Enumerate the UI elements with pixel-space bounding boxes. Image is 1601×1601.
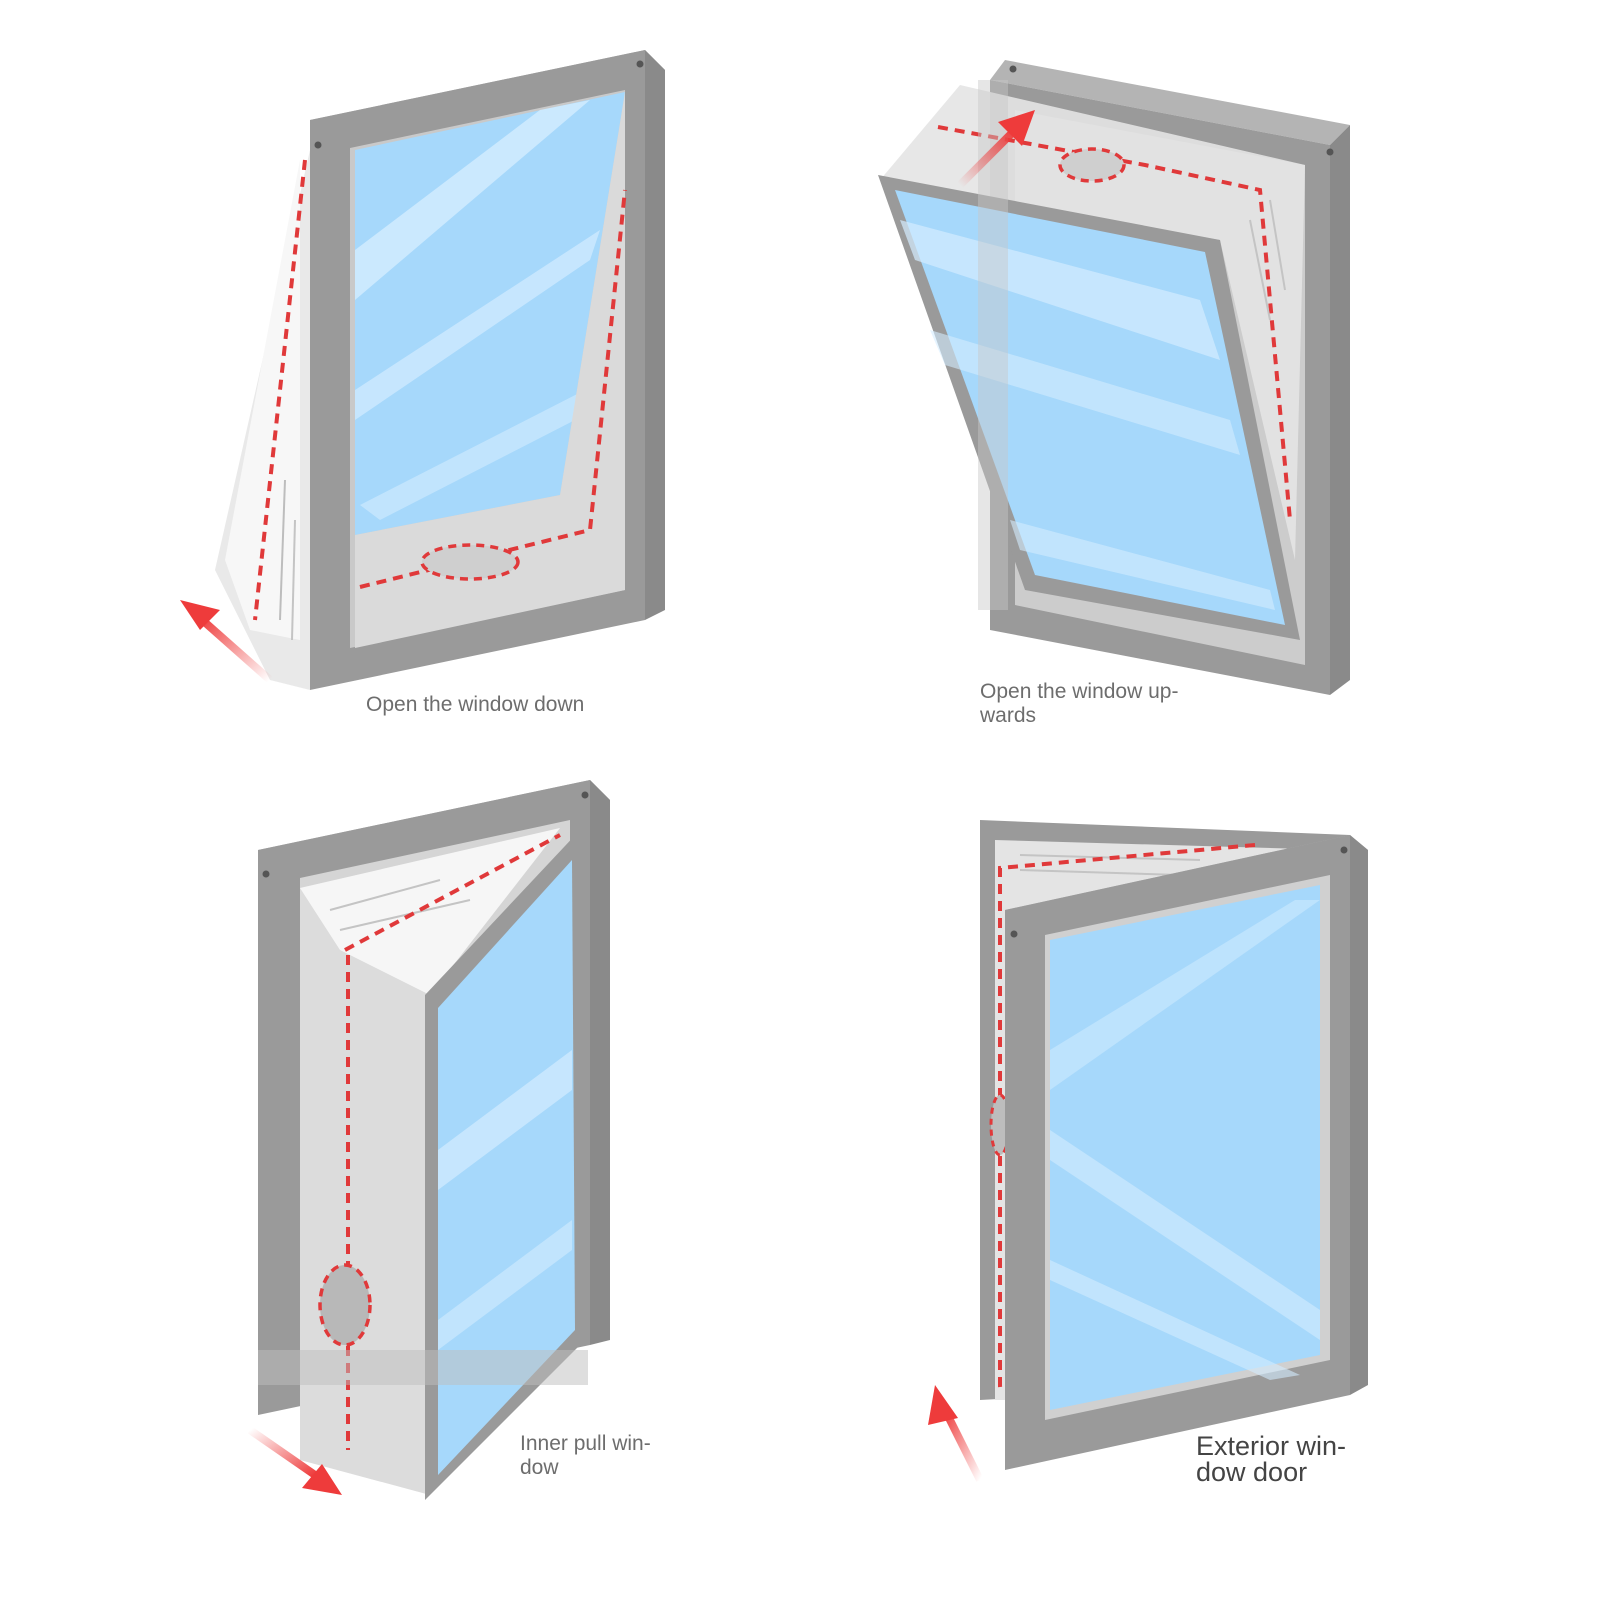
hose-opening-icon: [318, 1263, 372, 1347]
caption-exterior-door: Exterior win- dow door: [1196, 1431, 1347, 1487]
diagram-inner-pull-window: Inner pull win- dow: [0, 760, 800, 1601]
direction-arrow-icon: [247, 1426, 342, 1495]
diagram-open-window-down: Open the window down: [0, 0, 800, 760]
caption-inner-pull: Inner pull win- dow: [520, 1432, 651, 1480]
diagram-exterior-window-door: Exterior win- dow door: [800, 760, 1601, 1601]
frame-side-face: [590, 780, 610, 1345]
direction-arrow-icon: [928, 1385, 984, 1482]
frame-side-face: [645, 50, 665, 620]
frame-top-face: [990, 60, 1350, 145]
caption-window-up: Open the window up- wards: [980, 680, 1179, 728]
diagram-open-window-up: Open the window up- wards: [800, 0, 1601, 760]
caption-window-down: Open the window down: [366, 693, 585, 716]
fabric-seal-icon: [355, 92, 625, 648]
frame-side-face: [1330, 125, 1350, 695]
inner-pull-illustration: [247, 780, 610, 1500]
frame-side-face: [1350, 835, 1368, 1395]
hose-opening-icon: [420, 543, 520, 581]
fabric-seal-icon: [880, 85, 1305, 560]
direction-arrow-icon: [180, 600, 273, 683]
window-up-illustration: [878, 60, 1350, 695]
exterior-door-illustration: [928, 820, 1368, 1482]
window-down-illustration: [180, 50, 665, 690]
direction-arrow-icon: [957, 110, 1035, 188]
hose-opening-icon: [1058, 147, 1126, 183]
